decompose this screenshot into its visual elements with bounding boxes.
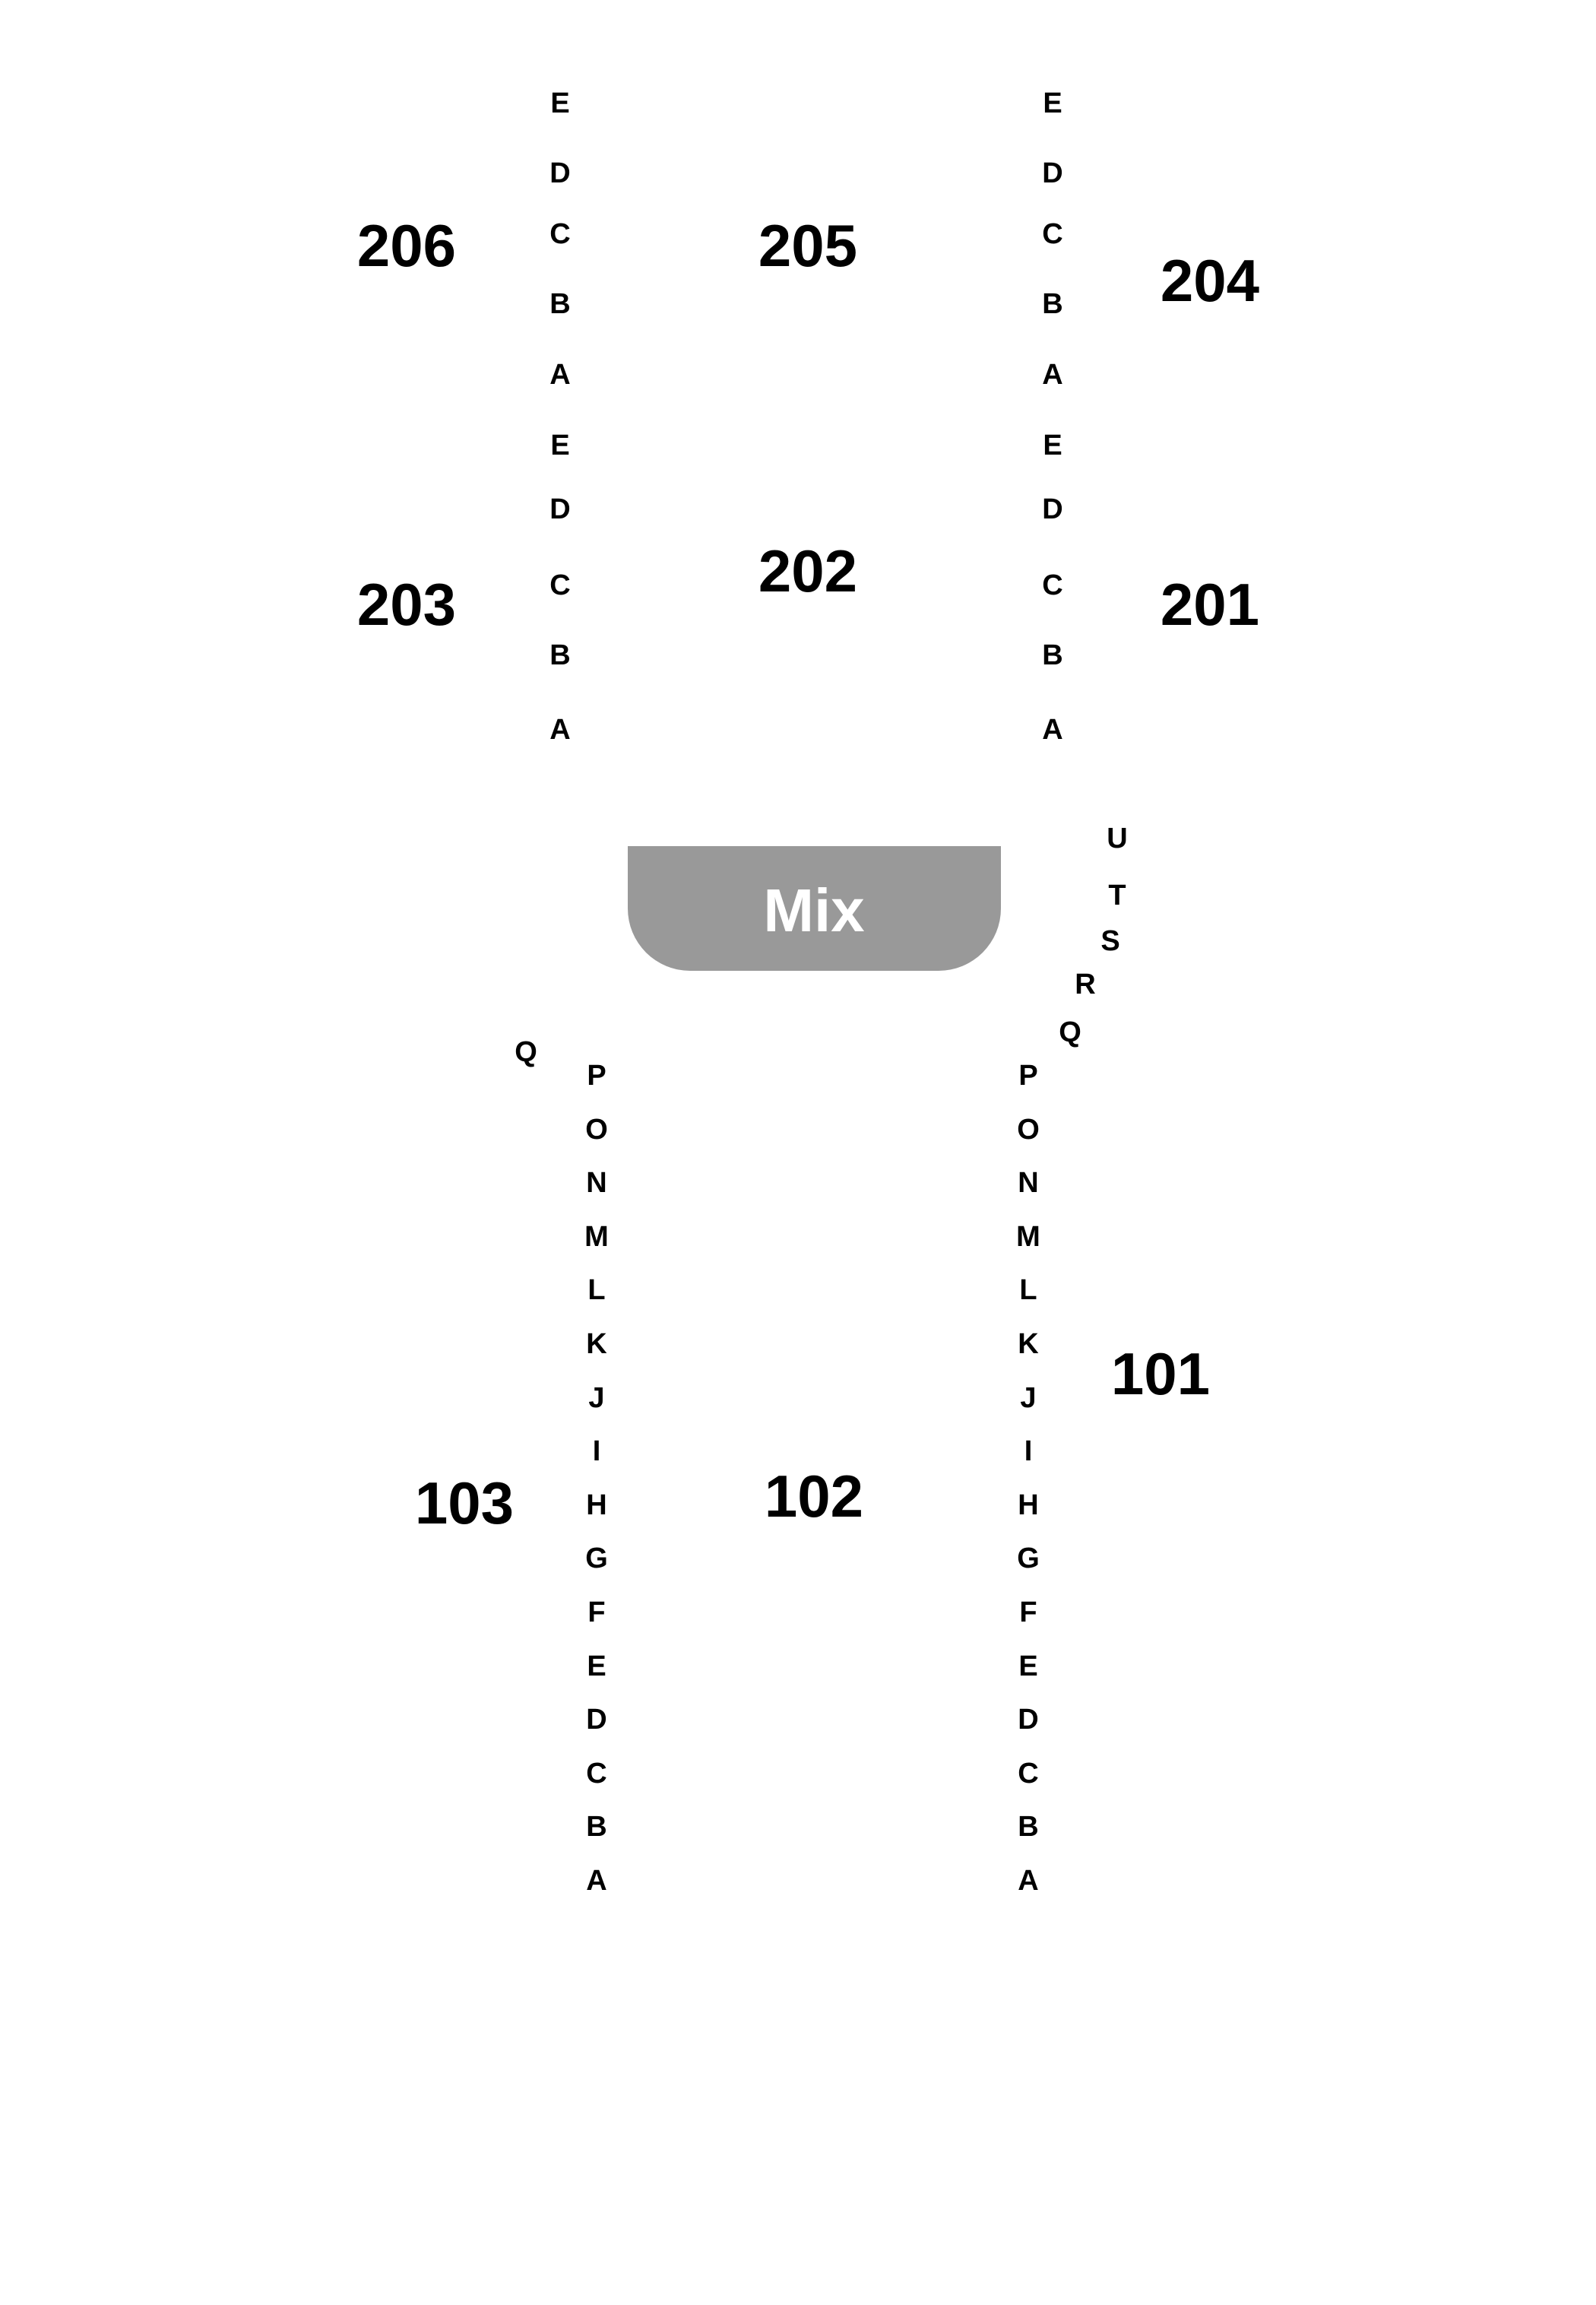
row-label-curve-1: T: [1108, 880, 1126, 912]
section-201[interactable]: 201: [1161, 571, 1259, 638]
row-label-lower-left-1: O: [585, 1114, 608, 1146]
row-label-upper-right-9: A: [1042, 714, 1062, 746]
row-label-upper-left-9: A: [549, 714, 570, 746]
row-label-lower-right-14: B: [1018, 1811, 1038, 1843]
row-label-lower-left-3: M: [584, 1221, 609, 1253]
row-label-upper-right-1: D: [1042, 157, 1062, 189]
row-label-upper-left-5: E: [550, 430, 569, 461]
section-203[interactable]: 203: [357, 571, 456, 638]
row-label-lower-left-12: D: [586, 1704, 606, 1736]
section-206[interactable]: 206: [357, 212, 456, 279]
row-label-lower-right-4: L: [1019, 1274, 1037, 1306]
section-102[interactable]: 102: [765, 1463, 863, 1530]
row-label-upper-right-4: A: [1042, 359, 1062, 391]
row-label-curve-0: U: [1107, 823, 1127, 854]
row-label-lower-left-13: C: [586, 1758, 606, 1790]
row-label-lower-right-6: J: [1020, 1382, 1036, 1414]
row-label-lower-left-6: J: [588, 1382, 604, 1414]
row-label-upper-right-6: D: [1042, 493, 1062, 525]
row-label-lower-right-10: F: [1019, 1596, 1037, 1628]
row-label-curve-4: Q: [1059, 1016, 1081, 1048]
section-103[interactable]: 103: [415, 1470, 514, 1536]
row-label-upper-right-7: C: [1042, 569, 1062, 601]
row-label-lower-left-2: N: [586, 1167, 606, 1199]
mix-booth: [628, 846, 1001, 971]
row-label-lower-right-3: M: [1016, 1221, 1040, 1253]
row-label-lower-right-12: D: [1018, 1704, 1038, 1736]
section-101[interactable]: 101: [1111, 1340, 1210, 1407]
row-label-upper-right-3: B: [1042, 288, 1062, 320]
row-label-upper-left-6: D: [549, 493, 570, 525]
mix-label: Mix: [763, 877, 864, 944]
row-label-upper-left-2: C: [549, 218, 570, 250]
row-label-upper-left-1: D: [549, 157, 570, 189]
mix-position[interactable]: Mix: [628, 846, 1001, 971]
row-label-curve-3: R: [1075, 969, 1095, 1000]
row-label-upper-left-8: B: [549, 639, 570, 671]
row-label-upper-right-2: C: [1042, 218, 1062, 250]
row-label-lower-right-15: A: [1018, 1865, 1038, 1897]
section-202[interactable]: 202: [758, 537, 857, 604]
row-label-upper-right-5: E: [1043, 430, 1062, 461]
row-label-lower-right-7: I: [1024, 1435, 1033, 1467]
row-label-upper-right-8: B: [1042, 639, 1062, 671]
row-label-lower-right-8: H: [1018, 1489, 1038, 1521]
row-label-lower-right-13: C: [1018, 1758, 1038, 1790]
row-label-lower-right-11: E: [1018, 1650, 1037, 1682]
section-205[interactable]: 205: [758, 212, 857, 279]
row-label-upper-right-0: E: [1043, 87, 1062, 119]
row-label-q-left: Q: [515, 1036, 537, 1068]
row-label-lower-left-7: I: [593, 1435, 601, 1467]
row-label-lower-left-9: G: [585, 1542, 608, 1574]
row-label-upper-left-3: B: [549, 288, 570, 320]
row-label-lower-right-5: K: [1018, 1328, 1039, 1360]
row-label-upper-left-4: A: [549, 359, 570, 391]
row-label-lower-right-9: G: [1017, 1542, 1040, 1574]
row-label-lower-left-5: K: [586, 1328, 607, 1360]
row-label-lower-right-0: P: [1018, 1060, 1037, 1092]
row-label-lower-left-4: L: [587, 1274, 605, 1306]
row-label-lower-left-15: A: [586, 1865, 606, 1897]
row-label-lower-left-11: E: [587, 1650, 606, 1682]
row-label-upper-left-0: E: [550, 87, 569, 119]
row-label-lower-right-1: O: [1017, 1114, 1040, 1146]
row-label-lower-right-2: N: [1018, 1167, 1038, 1199]
row-label-lower-left-8: H: [586, 1489, 606, 1521]
row-label-upper-left-7: C: [549, 569, 570, 601]
row-label-lower-left-14: B: [586, 1811, 606, 1843]
row-label-lower-left-10: F: [587, 1596, 605, 1628]
row-label-lower-left-0: P: [587, 1060, 606, 1092]
section-204[interactable]: 204: [1161, 247, 1259, 314]
row-label-curve-2: S: [1100, 925, 1119, 957]
